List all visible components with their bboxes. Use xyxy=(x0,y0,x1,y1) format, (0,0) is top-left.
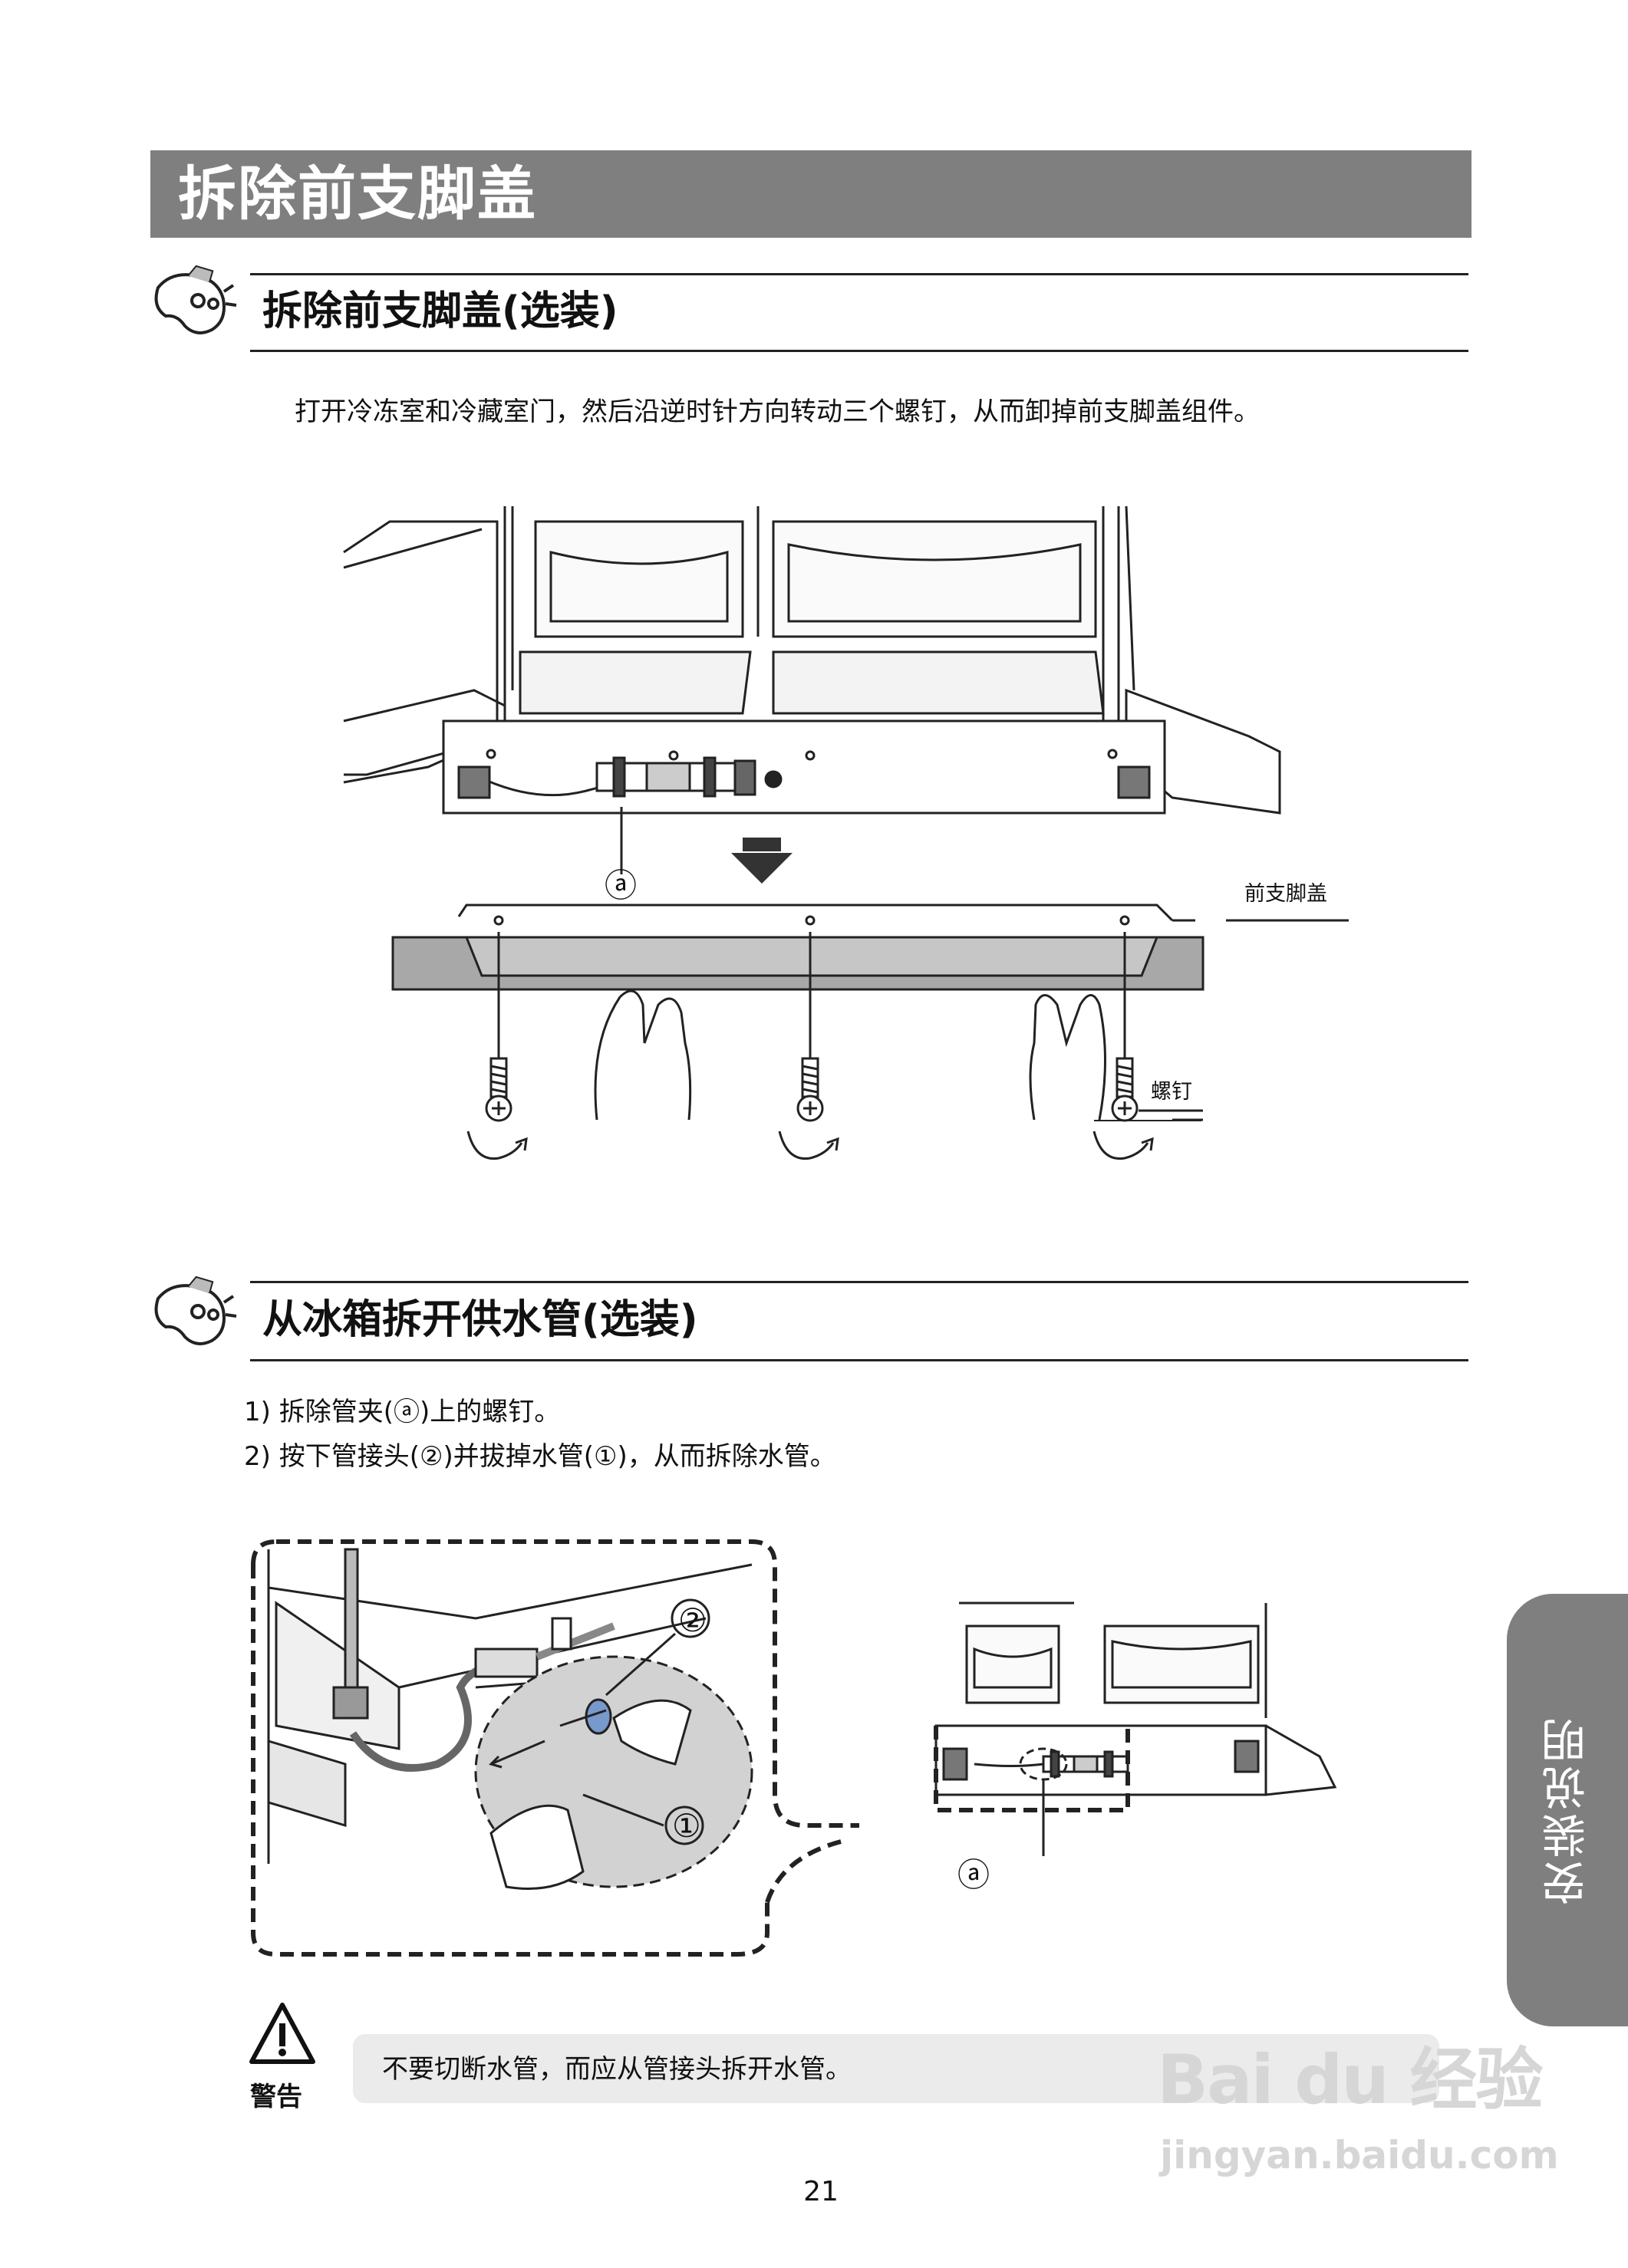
section2-rule-bottom xyxy=(250,1359,1468,1361)
step-2: 2) 按下管接头(②)并拔掉水管(①)，从而拆除水管。 xyxy=(244,1441,836,1472)
screw-icon xyxy=(466,1057,528,1160)
section1-instruction: 打开冷冻室和冷藏室门，然后沿逆时针方向转动三个螺钉，从而卸掉前支脚盖组件。 xyxy=(295,397,1260,427)
screw-icon xyxy=(1092,1057,1154,1160)
section1-rule-bottom xyxy=(250,350,1468,352)
side-tab-label: 安装说明 xyxy=(1541,1715,1593,1905)
watermark-brand: Bai du 经验 xyxy=(1157,2040,1544,2119)
section2-title: 从冰箱拆开供水管(选装) xyxy=(262,1297,698,1343)
warning-label: 警告 xyxy=(250,2082,302,2112)
warning-text: 不要切断水管，而应从管接头拆开水管。 xyxy=(382,2054,852,2085)
callout-a-fig1: ⓐ xyxy=(605,867,638,904)
screw-icon xyxy=(778,1057,839,1160)
section2-rule-top xyxy=(250,1281,1468,1283)
mascot-icon xyxy=(154,265,237,334)
cover-label: 前支脚盖 xyxy=(1244,882,1327,906)
screw-label: 螺钉 xyxy=(1151,1080,1192,1104)
page-title: 拆除前支脚盖 xyxy=(178,160,537,228)
title-bar xyxy=(150,150,1471,238)
warning-triangle-icon xyxy=(249,2003,315,2064)
section1-rule-top xyxy=(250,273,1468,275)
mascot-icon xyxy=(154,1276,237,1345)
section1-title: 拆除前支脚盖(选装) xyxy=(262,288,618,334)
step-1: 1) 拆除管夹(ⓐ)上的螺钉。 xyxy=(244,1397,561,1427)
figure-remove-cover xyxy=(343,505,1349,1160)
figure-water-pipe xyxy=(251,1539,1337,1957)
warning-box xyxy=(353,2034,1439,2103)
callout-2: ② xyxy=(678,1601,707,1639)
watermark-url: jingyan.baidu.com xyxy=(1160,2133,1559,2177)
section-side-tab xyxy=(1507,1594,1628,2026)
screw-label-rule xyxy=(1094,1120,1201,1121)
callout-a-fig2: ⓐ xyxy=(957,1856,990,1894)
page-number: 21 xyxy=(803,2176,839,2207)
callout-1: ① xyxy=(672,1807,701,1845)
arrow-down-icon xyxy=(731,853,793,884)
